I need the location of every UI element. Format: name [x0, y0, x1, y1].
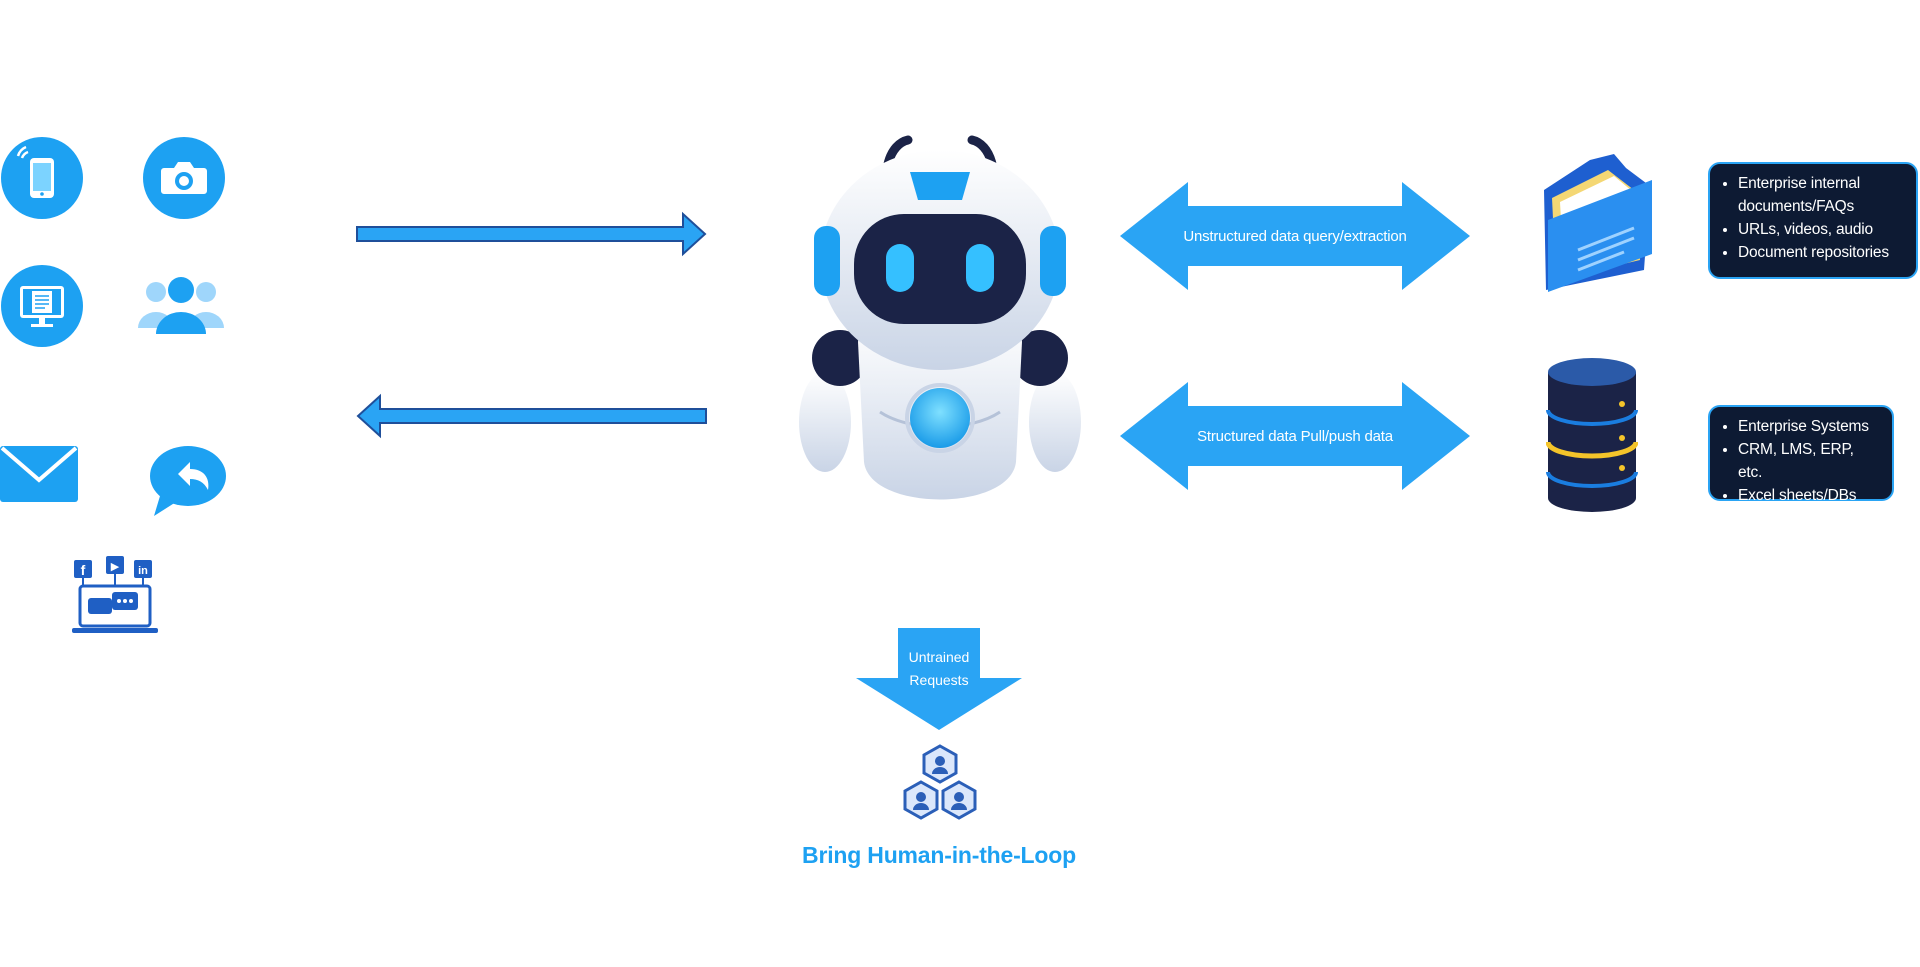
systems-info-box: Enterprise Systems CRM, LMS, ERP, etc. E…	[1708, 405, 1894, 504]
mobile-phone-icon	[0, 136, 84, 220]
documents-item: Document repositories	[1738, 241, 1906, 264]
response-arrow-left	[356, 393, 707, 439]
structured-data-label: Structured data Pull/push data	[1197, 427, 1393, 445]
documents-info-box: Enterprise internal documents/FAQs URLs,…	[1708, 162, 1918, 279]
reply-chat-icon	[148, 444, 228, 518]
desktop-document-icon	[0, 264, 84, 348]
documents-item: Enterprise internal documents/FAQs	[1738, 172, 1906, 218]
request-arrow-right	[356, 211, 707, 257]
folder-documents-icon	[1534, 150, 1658, 292]
structured-data-arrow: Structured data Pull/push data	[1120, 382, 1470, 490]
systems-item: Excel sheets/DBs	[1738, 484, 1882, 507]
camera-icon	[142, 136, 226, 220]
untrained-requests-label: Untrained Requests	[856, 646, 1022, 692]
linkedin-badge-icon: in	[138, 565, 148, 577]
database-server-icon	[1545, 356, 1639, 514]
email-envelope-icon	[0, 446, 78, 502]
untrained-line-1: Untrained	[908, 649, 970, 665]
unstructured-data-arrow: Unstructured data query/extraction	[1120, 182, 1470, 290]
facebook-badge-icon: f	[81, 562, 86, 578]
documents-item: URLs, videos, audio	[1738, 218, 1906, 241]
unstructured-data-label: Unstructured data query/extraction	[1183, 227, 1407, 245]
untrained-requests-arrow: Untrained Requests	[856, 628, 1022, 730]
human-team-hexagon-icon	[900, 744, 980, 822]
users-group-icon	[134, 270, 228, 342]
untrained-line-2: Requests	[909, 672, 969, 688]
chatbot-robot-icon	[780, 132, 1100, 524]
youtube-badge-icon: ▶	[111, 560, 120, 573]
social-media-laptop-icon: f ▶ in	[72, 556, 158, 636]
systems-item: Enterprise Systems	[1738, 415, 1882, 438]
human-in-the-loop-title: Bring Human-in-the-Loop	[802, 842, 1076, 868]
systems-item: CRM, LMS, ERP, etc.	[1738, 438, 1882, 484]
